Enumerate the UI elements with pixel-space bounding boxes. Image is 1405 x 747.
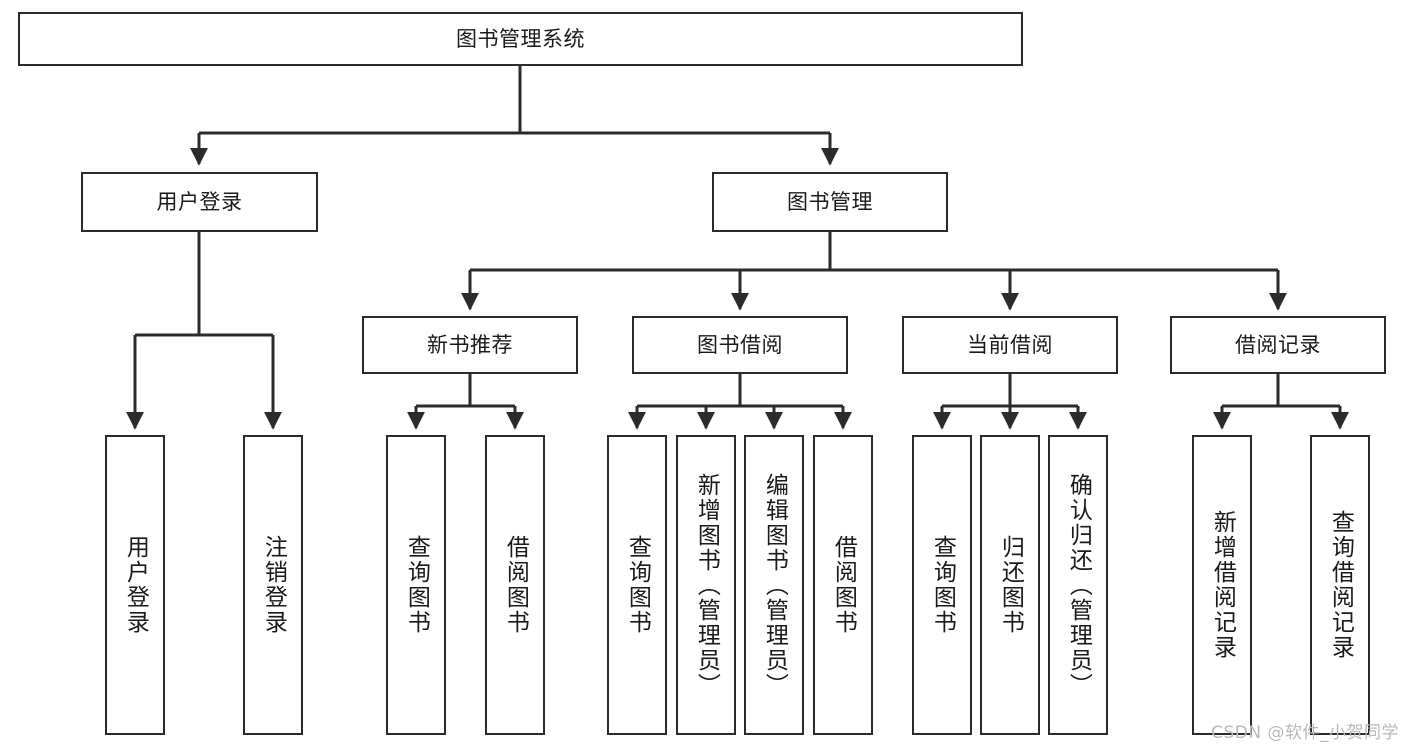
node-root-system[interactable]: 图书管理系统 (18, 12, 1023, 66)
leaf-return-book[interactable]: 归还图书 (980, 435, 1040, 735)
node-borrow-record[interactable]: 借阅记录 (1170, 316, 1386, 374)
leaf-user-login[interactable]: 用户登录 (105, 435, 165, 735)
node-label: 编辑图书（管理员） (761, 472, 788, 698)
node-label: 查询图书 (929, 535, 956, 635)
node-label: 查询借阅记录 (1327, 510, 1354, 660)
node-label: 借阅图书 (830, 535, 857, 635)
node-user-login[interactable]: 用户登录 (81, 172, 318, 232)
node-label: 借阅记录 (1235, 332, 1321, 357)
node-label: 当前借阅 (967, 332, 1053, 357)
node-book-management[interactable]: 图书管理 (712, 172, 948, 232)
node-label: 图书管理 (787, 189, 873, 214)
node-label: 查询图书 (403, 535, 430, 635)
node-label: 用户登录 (122, 535, 149, 635)
leaf-add-record[interactable]: 新增借阅记录 (1192, 435, 1252, 735)
node-label: 新增借阅记录 (1209, 510, 1236, 660)
leaf-query-book-1[interactable]: 查询图书 (386, 435, 446, 735)
leaf-borrow-book-2[interactable]: 借阅图书 (813, 435, 873, 735)
leaf-query-record[interactable]: 查询借阅记录 (1310, 435, 1370, 735)
node-label: 借阅图书 (502, 535, 529, 635)
node-book-borrow[interactable]: 图书借阅 (632, 316, 848, 374)
leaf-query-book-3[interactable]: 查询图书 (912, 435, 972, 735)
leaf-add-book[interactable]: 新增图书（管理员） (676, 435, 736, 735)
node-label: 图书借阅 (697, 332, 783, 357)
node-label: 新增图书（管理员） (693, 472, 720, 698)
node-current-borrow[interactable]: 当前借阅 (902, 316, 1118, 374)
leaf-confirm-return[interactable]: 确认归还（管理员） (1048, 435, 1108, 735)
leaf-borrow-book-1[interactable]: 借阅图书 (485, 435, 545, 735)
node-label: 注销登录 (260, 535, 287, 635)
node-label: 用户登录 (156, 189, 243, 214)
node-label: 图书管理系统 (456, 26, 585, 51)
node-label: 归还图书 (997, 535, 1024, 635)
node-label: 新书推荐 (427, 332, 513, 357)
node-label: 确认归还（管理员） (1065, 472, 1092, 698)
node-new-book-recommend[interactable]: 新书推荐 (362, 316, 578, 374)
leaf-edit-book[interactable]: 编辑图书（管理员） (744, 435, 804, 735)
leaf-user-logout[interactable]: 注销登录 (243, 435, 303, 735)
node-label: 查询图书 (624, 535, 651, 635)
leaf-query-book-2[interactable]: 查询图书 (607, 435, 667, 735)
